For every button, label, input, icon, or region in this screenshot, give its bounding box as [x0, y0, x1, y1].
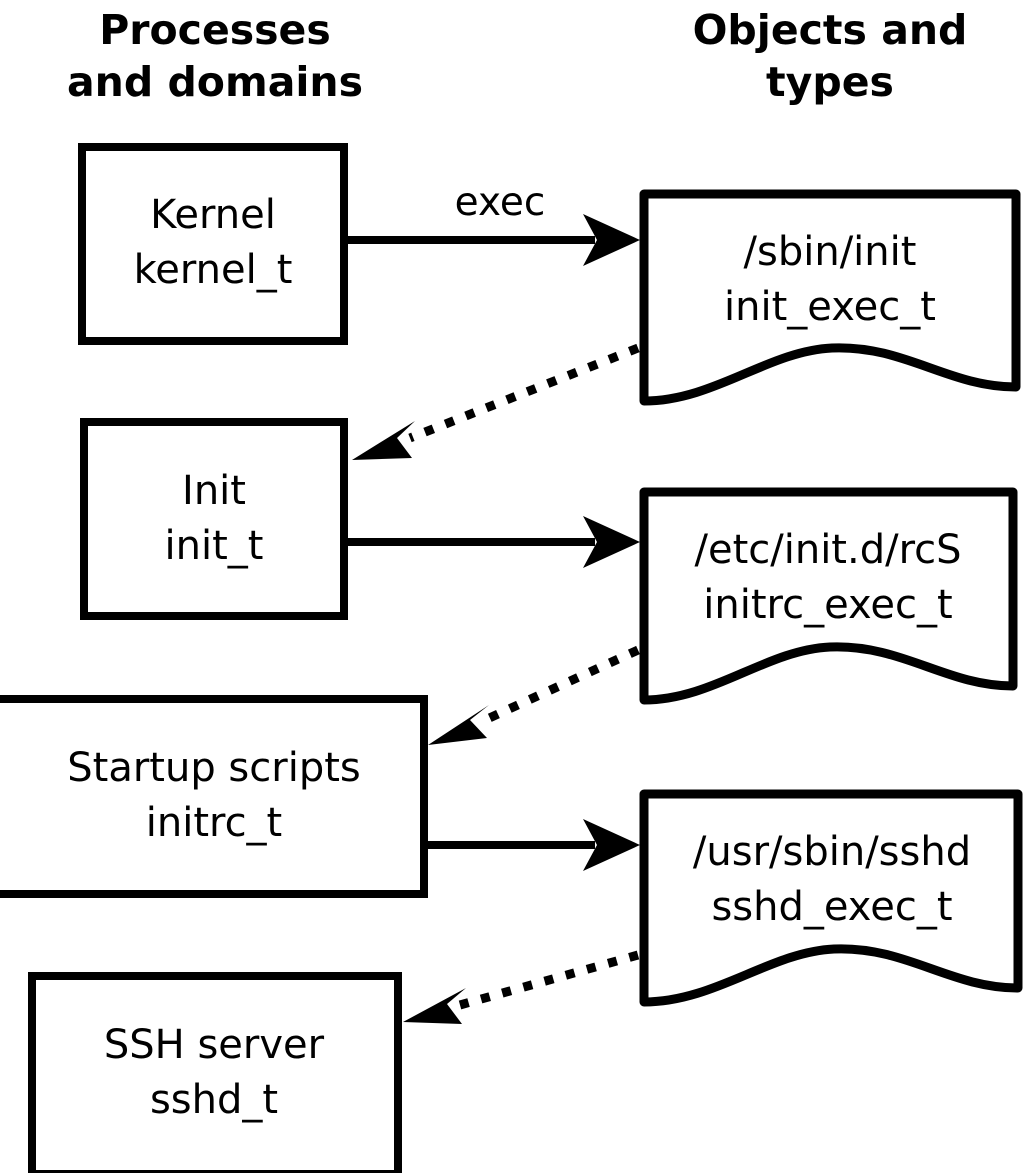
- process-node-initrc[interactable]: Startup scripts initrc_t: [0, 695, 428, 898]
- process-node-kernel-type: kernel_t: [134, 247, 293, 293]
- object-node-init-exec[interactable]: /sbin/init init_exec_t: [639, 189, 1021, 406]
- edge-label-exec: exec: [455, 180, 546, 225]
- edge-initrc-exec-to-initrc-line: [483, 645, 640, 725]
- column-title-objects-line1: Objects and: [693, 6, 968, 54]
- edge-init-exec-to-init-line: [408, 343, 640, 443]
- process-node-initrc-type: initrc_t: [146, 800, 283, 846]
- process-node-sshd-type: sshd_t: [150, 1077, 278, 1123]
- object-node-initrc-exec-path: /etc/init.d/rcS: [694, 527, 961, 573]
- column-title-processes-line2: and domains: [67, 58, 363, 106]
- object-node-init-exec-type: init_exec_t: [724, 284, 936, 330]
- edge-init-exec-to-init: [352, 343, 640, 460]
- object-node-init-exec-path: /sbin/init: [744, 229, 917, 275]
- process-node-sshd-name: SSH server: [104, 1022, 325, 1068]
- process-node-init-name: Init: [182, 468, 246, 514]
- column-title-processes: Processes and domains: [67, 6, 363, 106]
- process-node-init[interactable]: Init init_t: [80, 418, 348, 620]
- edge-init-exec-to-init-arrowhead: [352, 421, 415, 460]
- object-node-sshd-exec[interactable]: /usr/sbin/sshd sshd_exec_t: [639, 789, 1023, 1007]
- object-node-initrc-exec-shape[interactable]: [639, 487, 1018, 705]
- object-node-sshd-exec-shape[interactable]: [639, 789, 1023, 1007]
- object-node-sshd-exec-path: /usr/sbin/sshd: [693, 829, 971, 875]
- column-title-processes-line1: Processes: [99, 6, 331, 54]
- object-node-initrc-exec[interactable]: /etc/init.d/rcS initrc_exec_t: [639, 487, 1018, 705]
- process-node-kernel[interactable]: Kernel kernel_t: [78, 143, 348, 345]
- process-node-initrc-box[interactable]: [0, 695, 428, 898]
- edge-initrc-exec-to-initrc: [428, 645, 640, 745]
- edge-initrc-to-sshd-exec-arrowhead: [583, 819, 640, 871]
- process-node-sshd-box[interactable]: [28, 972, 402, 1173]
- edge-initrc-to-sshd-exec: [428, 819, 640, 871]
- edge-sshd-exec-to-sshd: [403, 950, 640, 1024]
- process-node-kernel-name: Kernel: [150, 192, 276, 238]
- object-node-initrc-exec-type: initrc_exec_t: [703, 582, 952, 628]
- edge-kernel-to-init-exec-arrowhead: [583, 214, 640, 266]
- process-node-kernel-box[interactable]: [78, 143, 348, 345]
- column-title-objects-line2: types: [766, 58, 894, 106]
- edge-init-to-initrc-exec-arrowhead: [583, 516, 640, 568]
- edge-sshd-exec-to-sshd-line: [458, 950, 640, 1010]
- process-node-init-type: init_t: [165, 523, 264, 569]
- process-node-sshd[interactable]: SSH server sshd_t: [28, 972, 402, 1173]
- object-node-init-exec-shape[interactable]: [639, 189, 1021, 406]
- edge-kernel-to-init-exec: exec: [348, 180, 640, 266]
- edge-sshd-exec-to-sshd-arrowhead: [403, 988, 466, 1024]
- process-node-init-box[interactable]: [80, 418, 348, 620]
- edge-initrc-exec-to-initrc-arrowhead: [428, 705, 489, 745]
- process-node-initrc-name: Startup scripts: [67, 745, 360, 791]
- column-title-objects: Objects and types: [693, 6, 968, 106]
- object-node-sshd-exec-type: sshd_exec_t: [711, 884, 952, 930]
- edge-init-to-initrc-exec: [348, 516, 640, 568]
